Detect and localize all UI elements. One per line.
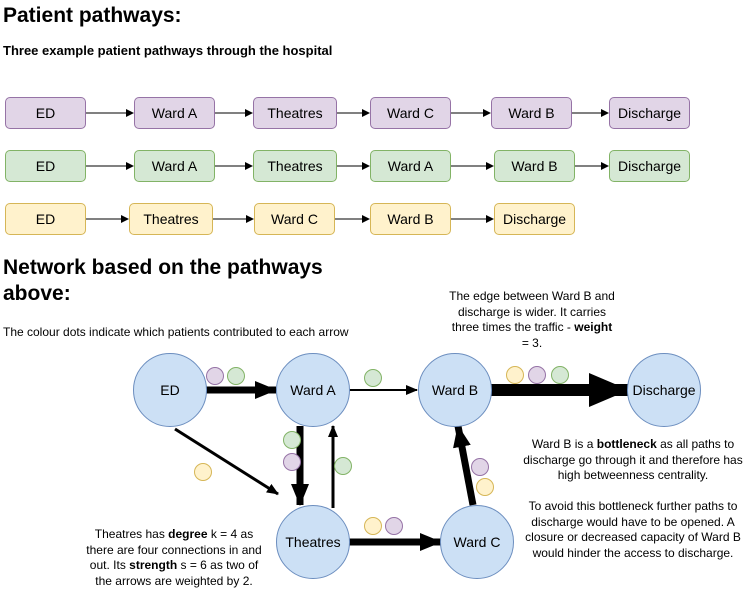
patient-dot-yellow	[364, 517, 382, 535]
node-ward-a: Ward A	[276, 353, 350, 427]
patient-dot-green	[227, 367, 245, 385]
pathway-1-step-1: ED	[5, 97, 86, 129]
node-ed: ED	[133, 353, 207, 427]
edge-ed-theatres	[174, 427, 279, 496]
patient-dot-green	[551, 366, 569, 384]
pathway-2-step-6: Discharge	[609, 150, 690, 182]
patient-dot-green	[364, 369, 382, 387]
edge-ward-c-ward-b	[453, 425, 477, 506]
patient-dot-yellow	[194, 463, 212, 481]
pathway-2-step-5: Ward B	[494, 150, 575, 182]
node-ward-b: Ward B	[418, 353, 492, 427]
bottleneck-note: Ward B is a bottleneck as all paths to d…	[523, 437, 743, 560]
network-title: Network based on the pathways above:	[3, 256, 323, 305]
pathway-2-step-4: Ward A	[370, 150, 451, 182]
pathway-1-step-5: Ward B	[491, 97, 572, 129]
node-ward-c: Ward C	[440, 505, 514, 579]
pathway-2-step-3: Theatres	[253, 150, 337, 182]
pathway-3-step-4: Ward B	[370, 203, 451, 235]
pathway-2-step-1: ED	[5, 150, 86, 182]
pathway-2-step-2: Ward A	[134, 150, 215, 182]
pathway-3-step-5: Discharge	[494, 203, 575, 235]
dots-caption: The colour dots indicate which patients …	[3, 325, 349, 339]
pathway-1-step-3: Theatres	[253, 97, 337, 129]
patient-dot-purple	[528, 366, 546, 384]
patient-dot-purple	[283, 453, 301, 471]
patient-dot-purple	[385, 517, 403, 535]
pathway-3-step-1: ED	[5, 203, 86, 235]
pathway-1-step-6: Discharge	[609, 97, 690, 129]
patient-dot-green	[334, 457, 352, 475]
patient-dot-yellow	[476, 478, 494, 496]
pathway-1-step-2: Ward A	[134, 97, 215, 129]
patient-dot-green	[283, 431, 301, 449]
patient-dot-purple	[206, 367, 224, 385]
edge-weight-note: The edge between Ward B and discharge is…	[449, 289, 615, 350]
page-subtitle: Three example patient pathways through t…	[3, 43, 333, 58]
node-discharge: Discharge	[627, 353, 701, 427]
pathway-1-step-4: Ward C	[370, 97, 451, 129]
pathway-3-step-2: Theatres	[129, 203, 213, 235]
page-title: Patient pathways:	[3, 4, 182, 27]
theatres-degree-note: Theatres has degree k = 4 as there are f…	[86, 527, 262, 588]
patient-dot-purple	[471, 458, 489, 476]
patient-dot-yellow	[506, 366, 524, 384]
pathway-3-step-3: Ward C	[254, 203, 335, 235]
node-theatres: Theatres	[276, 505, 350, 579]
